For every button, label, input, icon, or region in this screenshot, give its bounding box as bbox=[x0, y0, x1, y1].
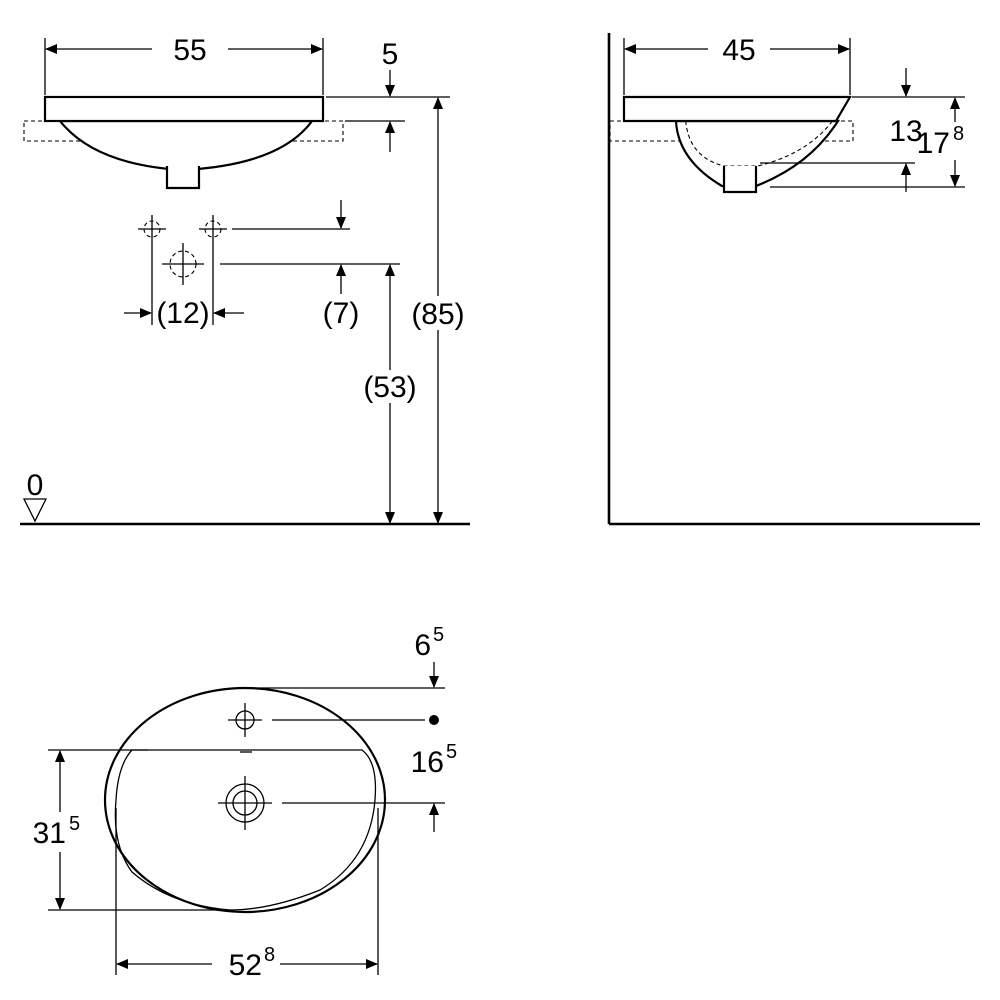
tap-drain-label-sup: 5 bbox=[446, 741, 457, 763]
side-basin-rim bbox=[622, 95, 852, 123]
floor-reference-triangle bbox=[22, 498, 48, 523]
width-label: 55 bbox=[173, 34, 206, 67]
tap-hole-left bbox=[138, 215, 166, 243]
tap-drain-label: 16 bbox=[411, 746, 444, 779]
bowl-label: 13 bbox=[889, 115, 922, 148]
basin-bowl bbox=[57, 119, 315, 172]
tap-spacing-label: (12) bbox=[156, 297, 209, 330]
top-view: 6 5 16 5 31 5 52 8 bbox=[33, 624, 458, 982]
total-height-label: (85) bbox=[411, 298, 464, 331]
bowl-depth-label: 31 bbox=[33, 817, 66, 850]
rim-offset-label-sup: 5 bbox=[433, 624, 444, 646]
side-drain-outlet bbox=[722, 166, 758, 194]
overall-label: 17 bbox=[917, 127, 950, 160]
bowl-depth-label-sup: 5 bbox=[69, 813, 80, 835]
tap-hole-right bbox=[199, 215, 227, 243]
tap-offset-label: (7) bbox=[323, 297, 360, 330]
front-view: 55 5 (12) ( bbox=[20, 34, 470, 526]
basin-rim bbox=[43, 95, 325, 123]
top-tap-hole bbox=[228, 703, 262, 737]
bowl-width-label: 52 bbox=[229, 949, 262, 982]
top-drain bbox=[218, 776, 272, 830]
tap-height-label: (53) bbox=[363, 371, 416, 404]
tap-hole-center bbox=[162, 243, 204, 285]
drain-outlet bbox=[165, 166, 201, 190]
rim-label: 5 bbox=[382, 38, 399, 71]
rim-offset-label: 6 bbox=[414, 629, 431, 662]
depth-label: 45 bbox=[722, 34, 755, 67]
tap-reference-dot bbox=[429, 715, 439, 725]
bowl-width-label-sup: 8 bbox=[264, 944, 275, 966]
overall-label-sup: 8 bbox=[953, 123, 964, 145]
side-bowl-inner bbox=[684, 99, 846, 167]
floor-label: 0 bbox=[27, 469, 44, 502]
basin-inner-bowl bbox=[114, 749, 377, 911]
side-view: 45 13 17 8 bbox=[607, 33, 980, 526]
